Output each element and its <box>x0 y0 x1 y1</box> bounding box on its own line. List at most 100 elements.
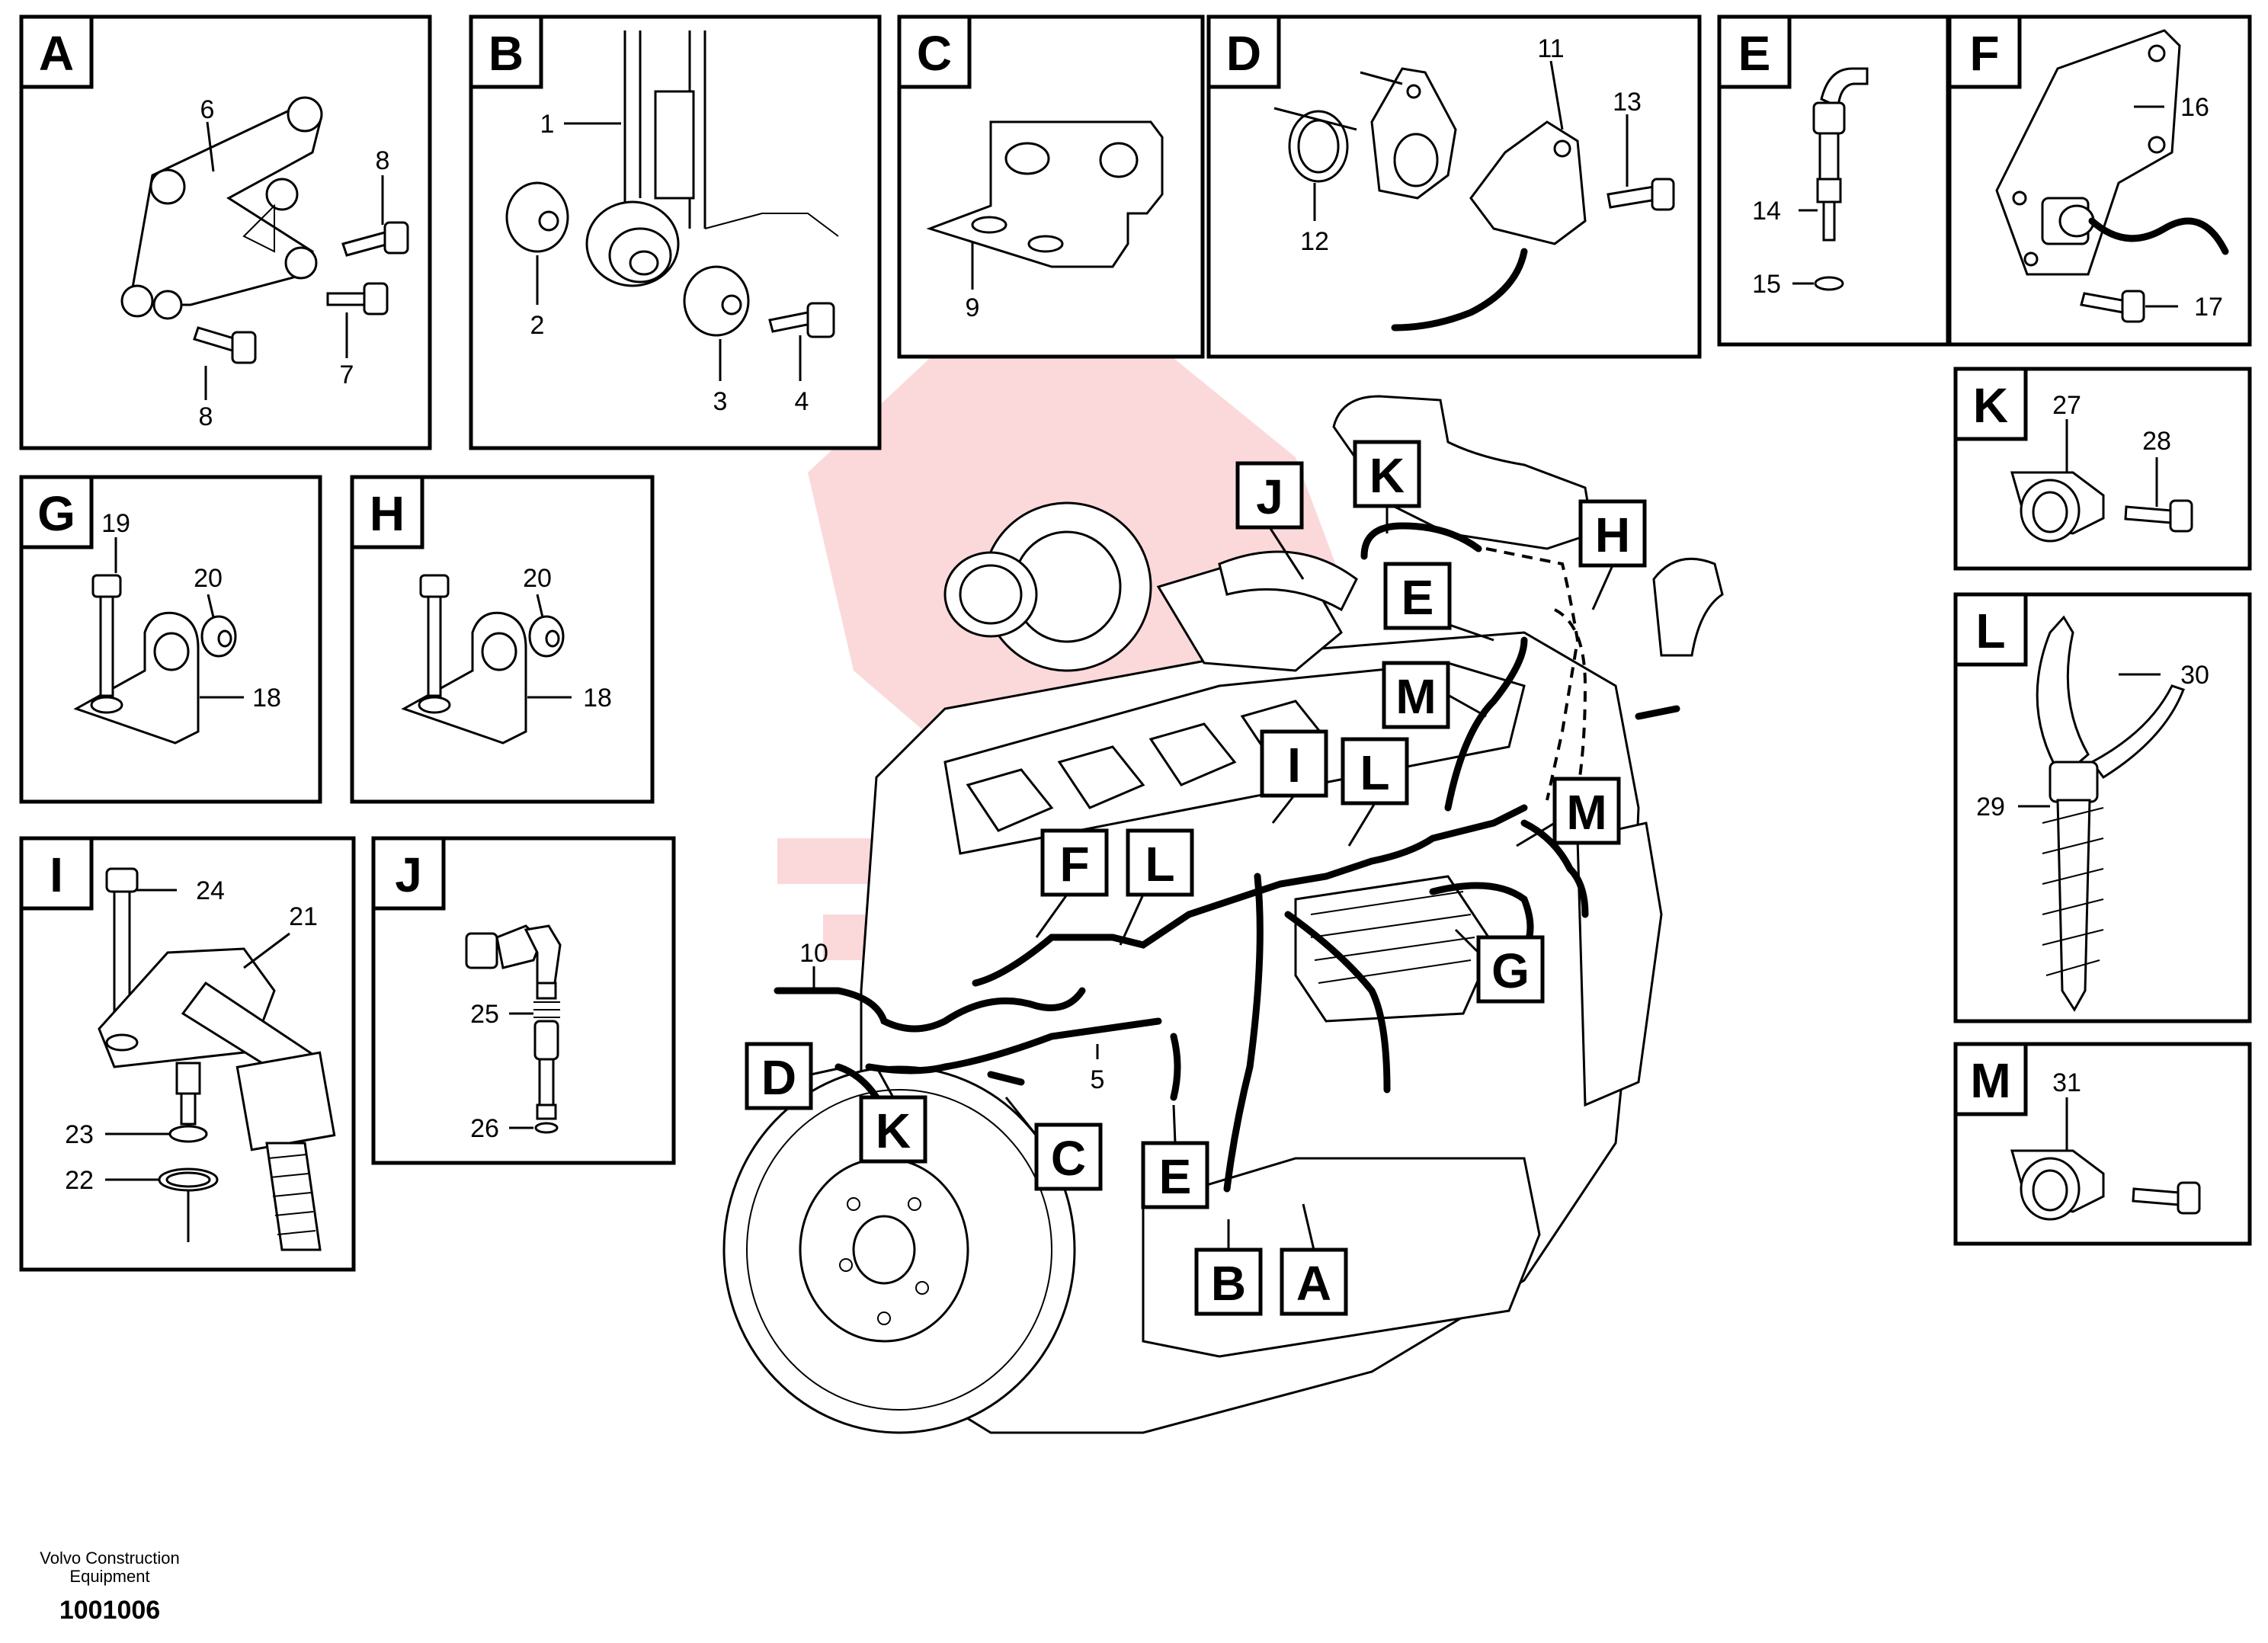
callout-3: 3 <box>713 387 728 416</box>
alternator-mount-part <box>505 30 839 338</box>
engine-tag-m-upper <box>1382 661 1450 729</box>
svg-text:K: K <box>876 1103 911 1158</box>
callout-7: 7 <box>340 360 354 389</box>
callout-11: 11 <box>1537 34 1564 63</box>
engine-reference-tags: J K E H M I L M F L <box>745 440 1647 1316</box>
callout-4: 4 <box>795 387 809 416</box>
callout-8-lower: 8 <box>199 402 213 431</box>
panel-a: A 6 8 7 8 <box>19 14 432 450</box>
panel-c-letter: C <box>917 26 952 81</box>
svg-text:E: E <box>1401 570 1434 625</box>
engine-tag-d <box>745 1042 813 1110</box>
panel-f-letter: F <box>1969 26 1999 81</box>
callout-1: 1 <box>540 110 555 139</box>
engine-tag-m-lower <box>1552 777 1621 845</box>
callout-8-upper: 8 <box>376 146 390 175</box>
panel-j-letter-box <box>371 836 446 911</box>
engine-tag-c <box>1034 1123 1103 1191</box>
callout-12: 12 <box>1300 227 1329 256</box>
callout-14: 14 <box>1752 197 1781 226</box>
engine-bracket-part <box>120 96 323 320</box>
panel-j-letter: J <box>395 847 422 902</box>
engine-tag-h <box>1578 499 1647 568</box>
panel-c: C 9 <box>897 14 1205 359</box>
panel-l-letter-box <box>1953 592 2028 667</box>
panel-g-letter-box <box>19 475 94 549</box>
panel-d-letter: D <box>1226 26 1261 81</box>
callout-22: 22 <box>65 1166 94 1195</box>
bolt-part <box>193 221 409 364</box>
callout-16: 16 <box>2180 93 2209 122</box>
panel-e: E 14 15 <box>1717 14 1950 347</box>
callout-31: 31 <box>2052 1068 2081 1097</box>
engine-tag-f <box>1040 828 1109 897</box>
panel-k: K 27 28 <box>1953 367 2252 571</box>
pressure-sensor-connector-part <box>465 924 562 1134</box>
callout-19: 19 <box>101 509 130 538</box>
callout-15: 15 <box>1752 270 1781 299</box>
flywheel <box>722 1065 1076 1434</box>
callout-29: 29 <box>1976 793 2005 822</box>
oil-pressure-sensor-part <box>98 867 336 1251</box>
callout-26: 26 <box>470 1114 499 1143</box>
panel-h-letter: H <box>370 486 405 541</box>
svg-text:B: B <box>1211 1256 1246 1311</box>
panel-h-letter-box <box>350 475 424 549</box>
panel-m: M 31 <box>1953 1042 2252 1246</box>
callout-2: 2 <box>530 311 545 340</box>
panel-f: F 16 17 <box>1947 14 2252 347</box>
svg-text:J: J <box>1256 469 1283 524</box>
speed-sensor-part <box>1288 67 1675 331</box>
panel-e-letter: E <box>1738 26 1771 81</box>
panel-a-letter: A <box>39 26 74 81</box>
panel-d-frame <box>1206 14 1702 359</box>
engine-tag-e <box>1383 562 1452 630</box>
svg-text:M: M <box>1395 669 1436 724</box>
svg-text:M: M <box>1566 785 1606 840</box>
callout-27: 27 <box>2052 391 2081 420</box>
footer: Volvo Construction Equipment 1001006 <box>40 1549 179 1625</box>
callout-18: 18 <box>252 684 281 713</box>
brand-line-2: Equipment <box>69 1567 149 1586</box>
svg-text:G: G <box>1491 943 1530 998</box>
callout-5: 5 <box>1091 1065 1105 1094</box>
panel-h: H 20 18 <box>350 475 655 804</box>
callout-9: 9 <box>966 293 980 322</box>
callout-25: 25 <box>470 1000 499 1029</box>
panel-k-letter-box <box>1953 367 2028 441</box>
panel-b: B 1 2 3 4 <box>469 14 882 450</box>
panel-d: D 11 13 12 <box>1206 14 1702 359</box>
temperature-sensor-part <box>1812 67 1869 291</box>
svg-text:L: L <box>1360 745 1389 800</box>
panel-a-letter-box <box>19 14 94 89</box>
callout-21: 21 <box>289 902 318 931</box>
panel-l: L 30 29 <box>1953 592 2252 1023</box>
panel-m-letter: M <box>1970 1053 2010 1108</box>
bracket-bolt-part <box>73 574 237 745</box>
sensor-plate-part <box>1995 29 2229 323</box>
callout-30: 30 <box>2180 661 2209 690</box>
panel-f-letter-box <box>1947 14 2022 89</box>
panel-i-letter-box <box>19 836 94 911</box>
engine-tag-l-left <box>1126 828 1194 897</box>
cable-clamp-part <box>2010 471 2193 543</box>
panel-b-letter: B <box>489 26 524 81</box>
svg-text:K: K <box>1369 448 1405 503</box>
panel-g: G 19 20 18 <box>19 475 322 804</box>
svg-text:F: F <box>1059 837 1089 892</box>
brand-line-1: Volvo Construction <box>40 1549 179 1568</box>
callout-28: 28 <box>2142 427 2171 456</box>
cable-tie-anchor-part <box>2036 615 2185 1012</box>
turbocharger <box>943 501 1358 672</box>
drawing-number: 1001006 <box>59 1596 160 1625</box>
panel-l-letter: L <box>1975 604 2005 658</box>
engine-tag-g <box>1476 935 1545 1004</box>
svg-text:I: I <box>1287 738 1301 793</box>
callout-13: 13 <box>1613 88 1642 117</box>
svg-text:D: D <box>761 1050 796 1105</box>
callout-18: 18 <box>583 684 612 713</box>
wiring-harness <box>774 522 1680 1193</box>
callout-20: 20 <box>194 564 223 593</box>
callout-10: 10 <box>799 939 828 968</box>
